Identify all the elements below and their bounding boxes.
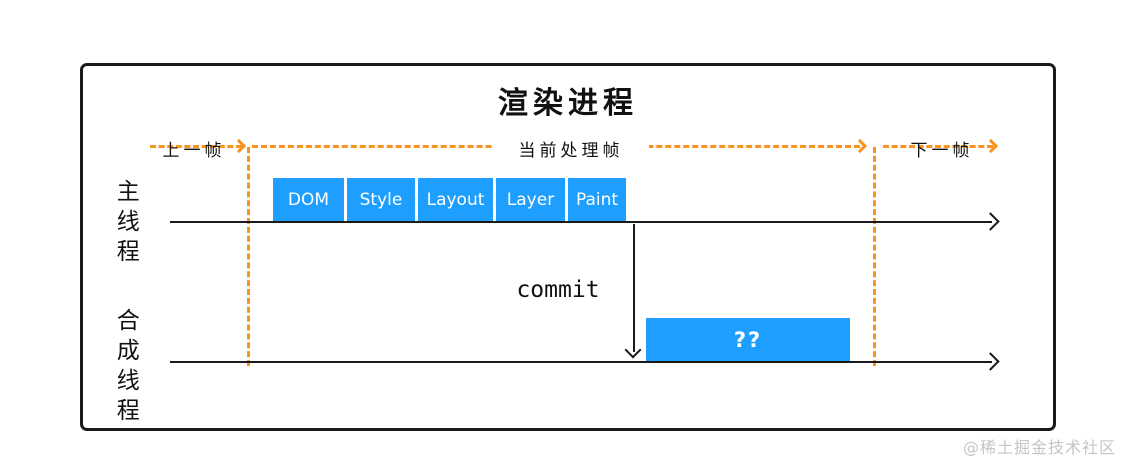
stage-box-style: Style	[347, 178, 415, 221]
frame-boundary-right-line	[873, 147, 876, 366]
commit-arrow-line	[633, 224, 636, 352]
stage-box-layout: Layout	[418, 178, 493, 221]
diagram-border	[80, 63, 1056, 431]
compositor-thread-timeline	[170, 361, 992, 364]
diagram-title: 渲染进程	[498, 86, 638, 121]
previous-frame-label: 上一帧	[162, 141, 226, 161]
pipeline-stages: DOM Style Layout Layer Paint	[273, 178, 626, 221]
main-thread-timeline	[170, 221, 992, 224]
watermark: @稀土掘金技术社区	[963, 438, 1117, 457]
stage-box-layer: Layer	[496, 178, 565, 221]
commit-label: commit	[516, 277, 600, 303]
compositor-pending-box: ??	[646, 318, 850, 361]
current-frame-label: 当前处理帧	[493, 136, 649, 161]
main-thread-label: 主线程	[112, 179, 139, 269]
next-frame-dashed-line	[883, 145, 993, 148]
stage-box-dom: DOM	[273, 178, 344, 221]
next-frame-label: 下一帧	[910, 141, 974, 161]
frame-boundary-left-line	[247, 147, 250, 366]
previous-frame-dashed-line	[150, 145, 242, 148]
stage-box-paint: Paint	[568, 178, 626, 221]
compositor-thread-label: 合成线程	[112, 308, 139, 428]
